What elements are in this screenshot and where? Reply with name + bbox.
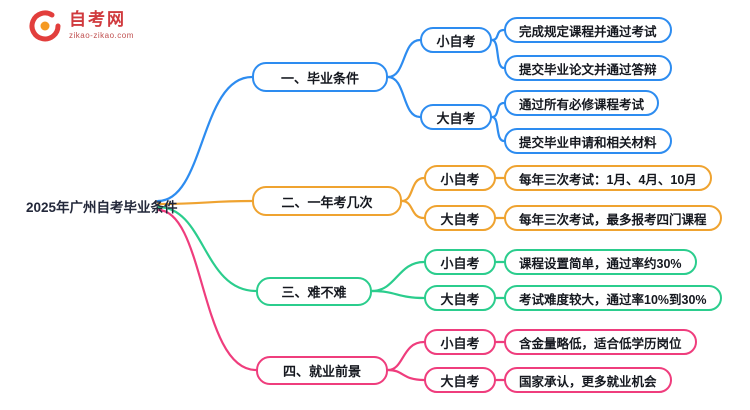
link-root-branch4: [156, 208, 258, 372]
leaf-node: 提交毕业申请和相关材料: [504, 128, 672, 154]
link-root-branch3: [156, 205, 258, 293]
link-branch4-sub1: [386, 340, 426, 372]
branch-exam-frequency: 二、一年考几次: [252, 186, 402, 216]
leaf-node: 考试难度较大，通过率10%到30%: [504, 285, 722, 311]
branch-career-prospects: 四、就业前景: [256, 356, 388, 385]
branch1-sub-big-selfexam: 大自考: [420, 104, 492, 130]
link-branch4-sub2: [386, 368, 426, 382]
leaf-node: 提交毕业论文并通过答辩: [504, 55, 672, 81]
link-sub1-leaf2: [490, 38, 506, 70]
leaf-node: 国家承认，更多就业机会: [504, 367, 672, 393]
link-sub1-leaf1: [490, 28, 506, 42]
link-branch2-sub1: [400, 176, 426, 203]
link-branch3-sub1: [370, 260, 426, 293]
logo: 自考网 zikao-zikao.com: [28, 10, 134, 42]
link-branch1-sub1: [386, 38, 422, 79]
leaf-node: 完成规定课程并通过考试: [504, 17, 672, 43]
leaf-node: 每年三次考试，最多报考四门课程: [504, 205, 722, 231]
logo-brand: 自考网: [69, 10, 126, 30]
branch2-sub-small-selfexam: 小自考: [424, 165, 496, 191]
branch4-sub-big-selfexam: 大自考: [424, 367, 496, 393]
branch1-sub-small-selfexam: 小自考: [420, 27, 492, 53]
leaf-node: 每年三次考试：1月、4月、10月: [504, 165, 712, 191]
leaf-node: 通过所有必修课程考试: [504, 90, 660, 116]
branch2-sub-big-selfexam: 大自考: [424, 205, 496, 231]
link-sub2-leaf1: [490, 101, 506, 119]
branch-graduation-requirements: 一、毕业条件: [252, 62, 388, 92]
link-root-branch1: [156, 75, 254, 203]
branch3-sub-big-selfexam: 大自考: [424, 285, 496, 311]
leaf-node: 课程设置简单，通过率约30%: [504, 249, 697, 275]
link-branch2-sub2: [400, 199, 426, 220]
branch-difficulty: 三、难不难: [256, 277, 372, 306]
link-branch3-sub2: [370, 289, 426, 300]
leaf-node: 含金量略低，适合低学历岗位: [504, 329, 697, 355]
link-branch1-sub2: [386, 75, 422, 119]
branch3-sub-small-selfexam: 小自考: [424, 249, 496, 275]
branch4-sub-small-selfexam: 小自考: [424, 329, 496, 355]
logo-domain: zikao-zikao.com: [69, 30, 134, 40]
root-node: 2025年广州自考毕业条件: [26, 200, 178, 215]
logo-icon: [28, 10, 62, 42]
link-sub2-leaf2: [490, 115, 506, 143]
